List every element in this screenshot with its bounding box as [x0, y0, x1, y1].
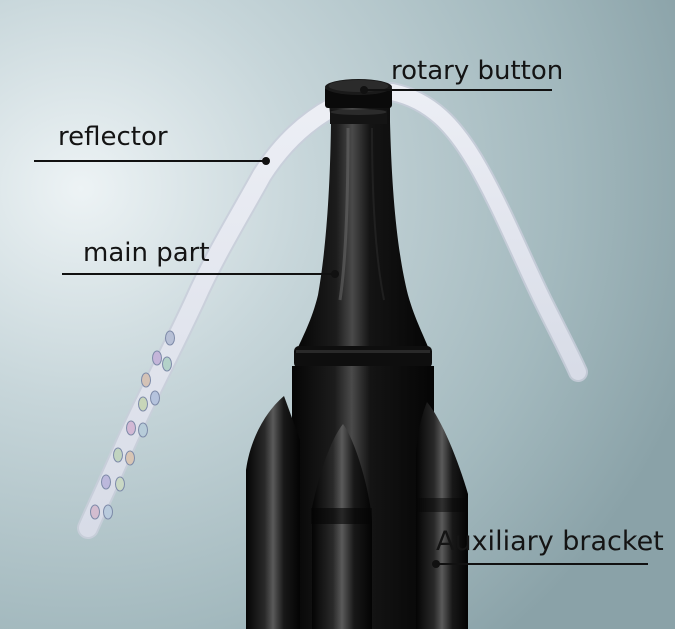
hologram-dots [90, 330, 175, 520]
left-fin [246, 396, 300, 629]
leader-lines [34, 86, 648, 568]
rotary-button-cap [325, 79, 392, 124]
label-main-part: main part [83, 238, 210, 268]
label-reflector: reflector [58, 122, 168, 152]
right-fin [416, 402, 468, 629]
label-rotary-button: rotary button [391, 56, 564, 86]
reflector-strip [77, 82, 588, 539]
center-fin [311, 424, 372, 629]
label-auxiliary-bracket: Auxiliary bracket [436, 526, 664, 557]
